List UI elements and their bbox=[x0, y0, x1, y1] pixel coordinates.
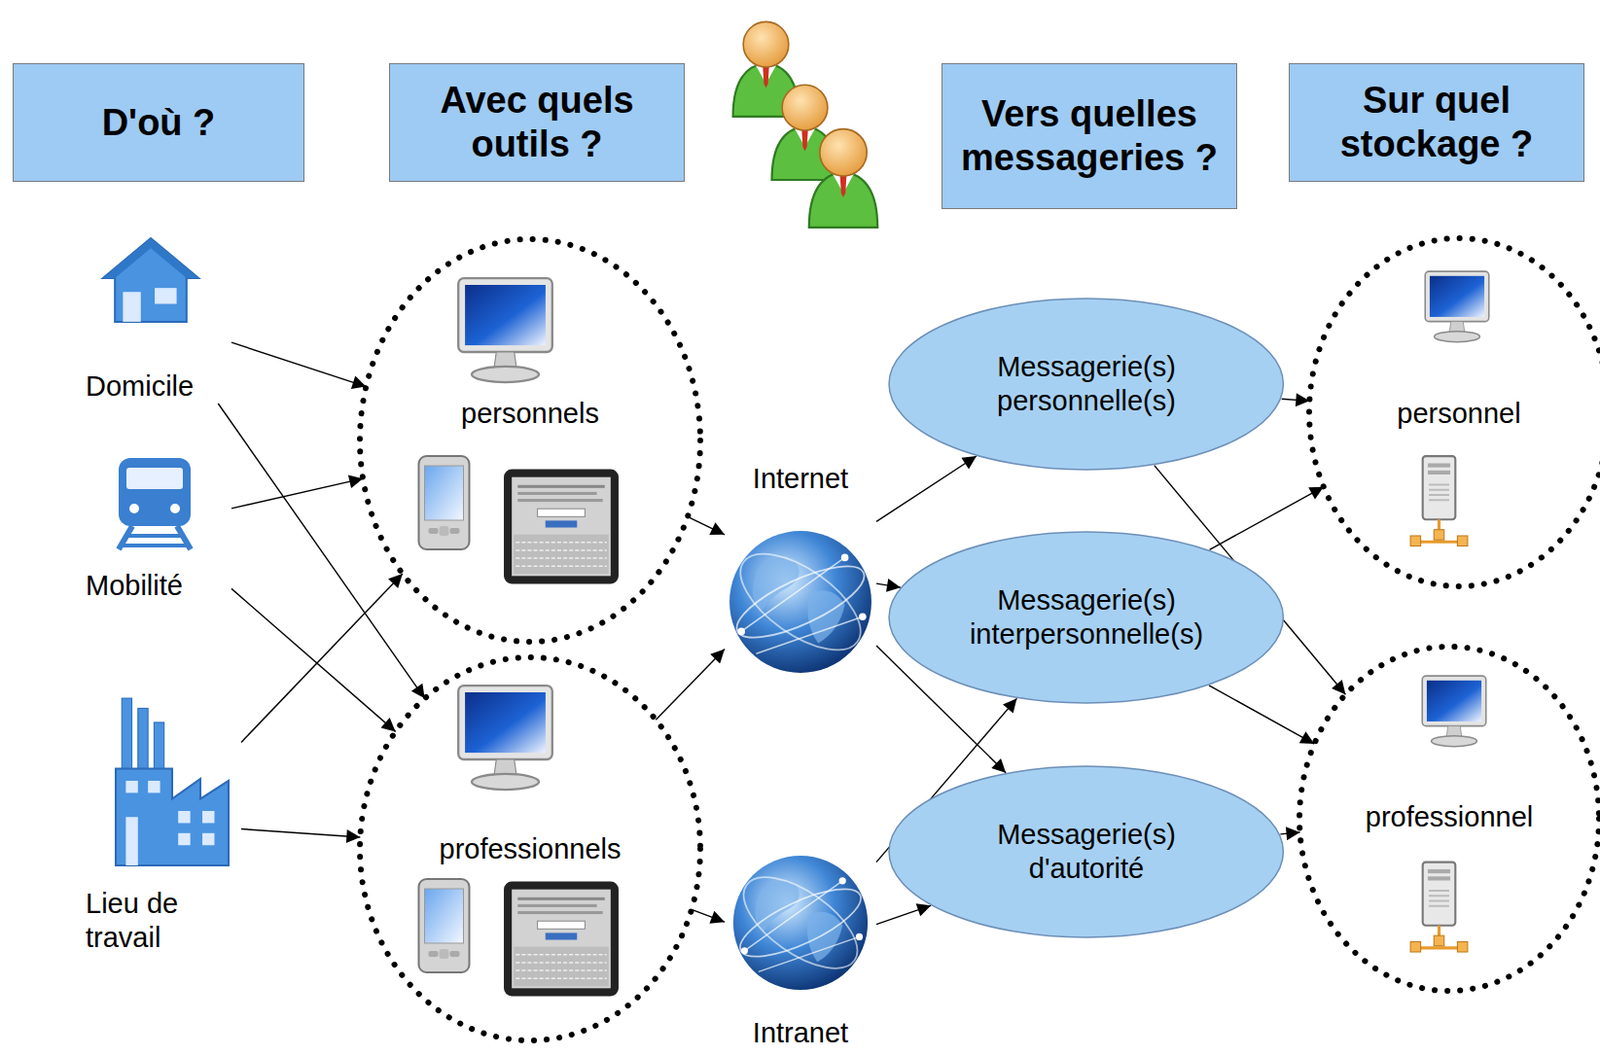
arrow-connector bbox=[687, 516, 725, 534]
arrow-connector bbox=[217, 403, 425, 699]
question-header: Sur quel stockage ? bbox=[1288, 63, 1585, 182]
monitor-icon bbox=[458, 278, 553, 383]
node-label: personnel bbox=[1396, 396, 1521, 431]
ellipse-shape bbox=[888, 766, 1283, 938]
globe-icon bbox=[728, 855, 872, 991]
monitor-icon bbox=[458, 685, 553, 790]
question-header: Avec quels outils ? bbox=[389, 63, 685, 182]
storage-group: professionnel bbox=[1296, 643, 1600, 995]
node-label: Lieu de travail bbox=[85, 887, 213, 956]
train-icon bbox=[118, 458, 191, 550]
tool-group: personnels bbox=[356, 236, 704, 645]
monitor-icon bbox=[1424, 271, 1490, 343]
tablet-icon bbox=[503, 469, 619, 585]
storage-group: personnel bbox=[1306, 235, 1600, 590]
location-node: Mobilité bbox=[85, 447, 232, 604]
node-label: personnels bbox=[461, 396, 600, 431]
arrow-connector bbox=[1281, 398, 1311, 401]
node-label: Avec quels outils ? bbox=[401, 78, 673, 167]
server-icon bbox=[1410, 456, 1468, 546]
node-label: Mobilité bbox=[85, 568, 183, 604]
node-label: Intranet bbox=[752, 1016, 849, 1051]
globe-icon bbox=[724, 531, 876, 674]
phone-icon bbox=[419, 879, 470, 973]
phone-icon bbox=[419, 456, 470, 550]
ellipse-outline bbox=[888, 531, 1284, 705]
tablet-icon bbox=[503, 882, 619, 997]
messaging-ellipse: Messagerie(s) d'autorité bbox=[888, 765, 1284, 939]
factory-icon bbox=[115, 698, 229, 866]
arrow-connector bbox=[876, 905, 931, 925]
dotted-outline bbox=[359, 239, 701, 642]
node-label: Internet bbox=[752, 462, 849, 497]
dotted-outline bbox=[359, 657, 701, 1041]
arrow-connector bbox=[241, 829, 360, 838]
arrow-connector bbox=[691, 909, 725, 923]
node-label: D'où ? bbox=[102, 101, 216, 145]
dotted-outline bbox=[1299, 646, 1600, 992]
ellipse-shape bbox=[888, 532, 1283, 704]
node-label: professionnel bbox=[1365, 800, 1534, 835]
node-label: Messagerie(s) personnelle(s) bbox=[955, 350, 1218, 419]
arrow-connector bbox=[1209, 487, 1324, 551]
arrow-connector bbox=[231, 588, 396, 732]
ellipse-shape bbox=[888, 298, 1283, 470]
ellipse-outline bbox=[888, 765, 1284, 939]
messaging-ellipse: Messagerie(s) personnelle(s) bbox=[888, 297, 1284, 471]
arrow-connector bbox=[231, 342, 366, 387]
tool-group: professionnels bbox=[356, 654, 704, 1044]
question-header: Vers quelles messageries ? bbox=[941, 63, 1238, 210]
node-label: Messagerie(s) d'autorité bbox=[955, 817, 1218, 887]
dotted-outline bbox=[1309, 238, 1600, 587]
messaging-ellipse: Messagerie(s) interpersonnelle(s) bbox=[888, 531, 1284, 705]
network-node: Intranet bbox=[724, 851, 877, 1051]
arrow-connector bbox=[231, 478, 363, 509]
node-label: Domicile bbox=[85, 369, 194, 404]
arrow-connector bbox=[655, 649, 725, 721]
node-label: Vers quelles messageries ? bbox=[954, 92, 1225, 180]
question-header: D'où ? bbox=[12, 63, 305, 182]
location-node: Domicile bbox=[85, 233, 232, 404]
node-label: Messagerie(s) interpersonnelle(s) bbox=[955, 583, 1218, 652]
location-node: Lieu de travail bbox=[85, 692, 242, 956]
arrow-connector bbox=[1208, 685, 1315, 745]
arrow-connector bbox=[1280, 832, 1300, 835]
house-icon bbox=[103, 238, 199, 322]
dotted-circle bbox=[356, 236, 704, 645]
ellipse-outline bbox=[888, 297, 1284, 471]
arrow-connector bbox=[876, 456, 977, 522]
node-label: professionnels bbox=[439, 832, 622, 867]
monitor-icon bbox=[1422, 675, 1487, 747]
network-node: Internet bbox=[724, 462, 877, 681]
node-label: Sur quel stockage ? bbox=[1301, 78, 1572, 167]
person-icon bbox=[809, 129, 878, 228]
arrow-connector bbox=[876, 583, 901, 588]
arrow-connector bbox=[241, 573, 403, 743]
server-icon bbox=[1410, 862, 1468, 953]
